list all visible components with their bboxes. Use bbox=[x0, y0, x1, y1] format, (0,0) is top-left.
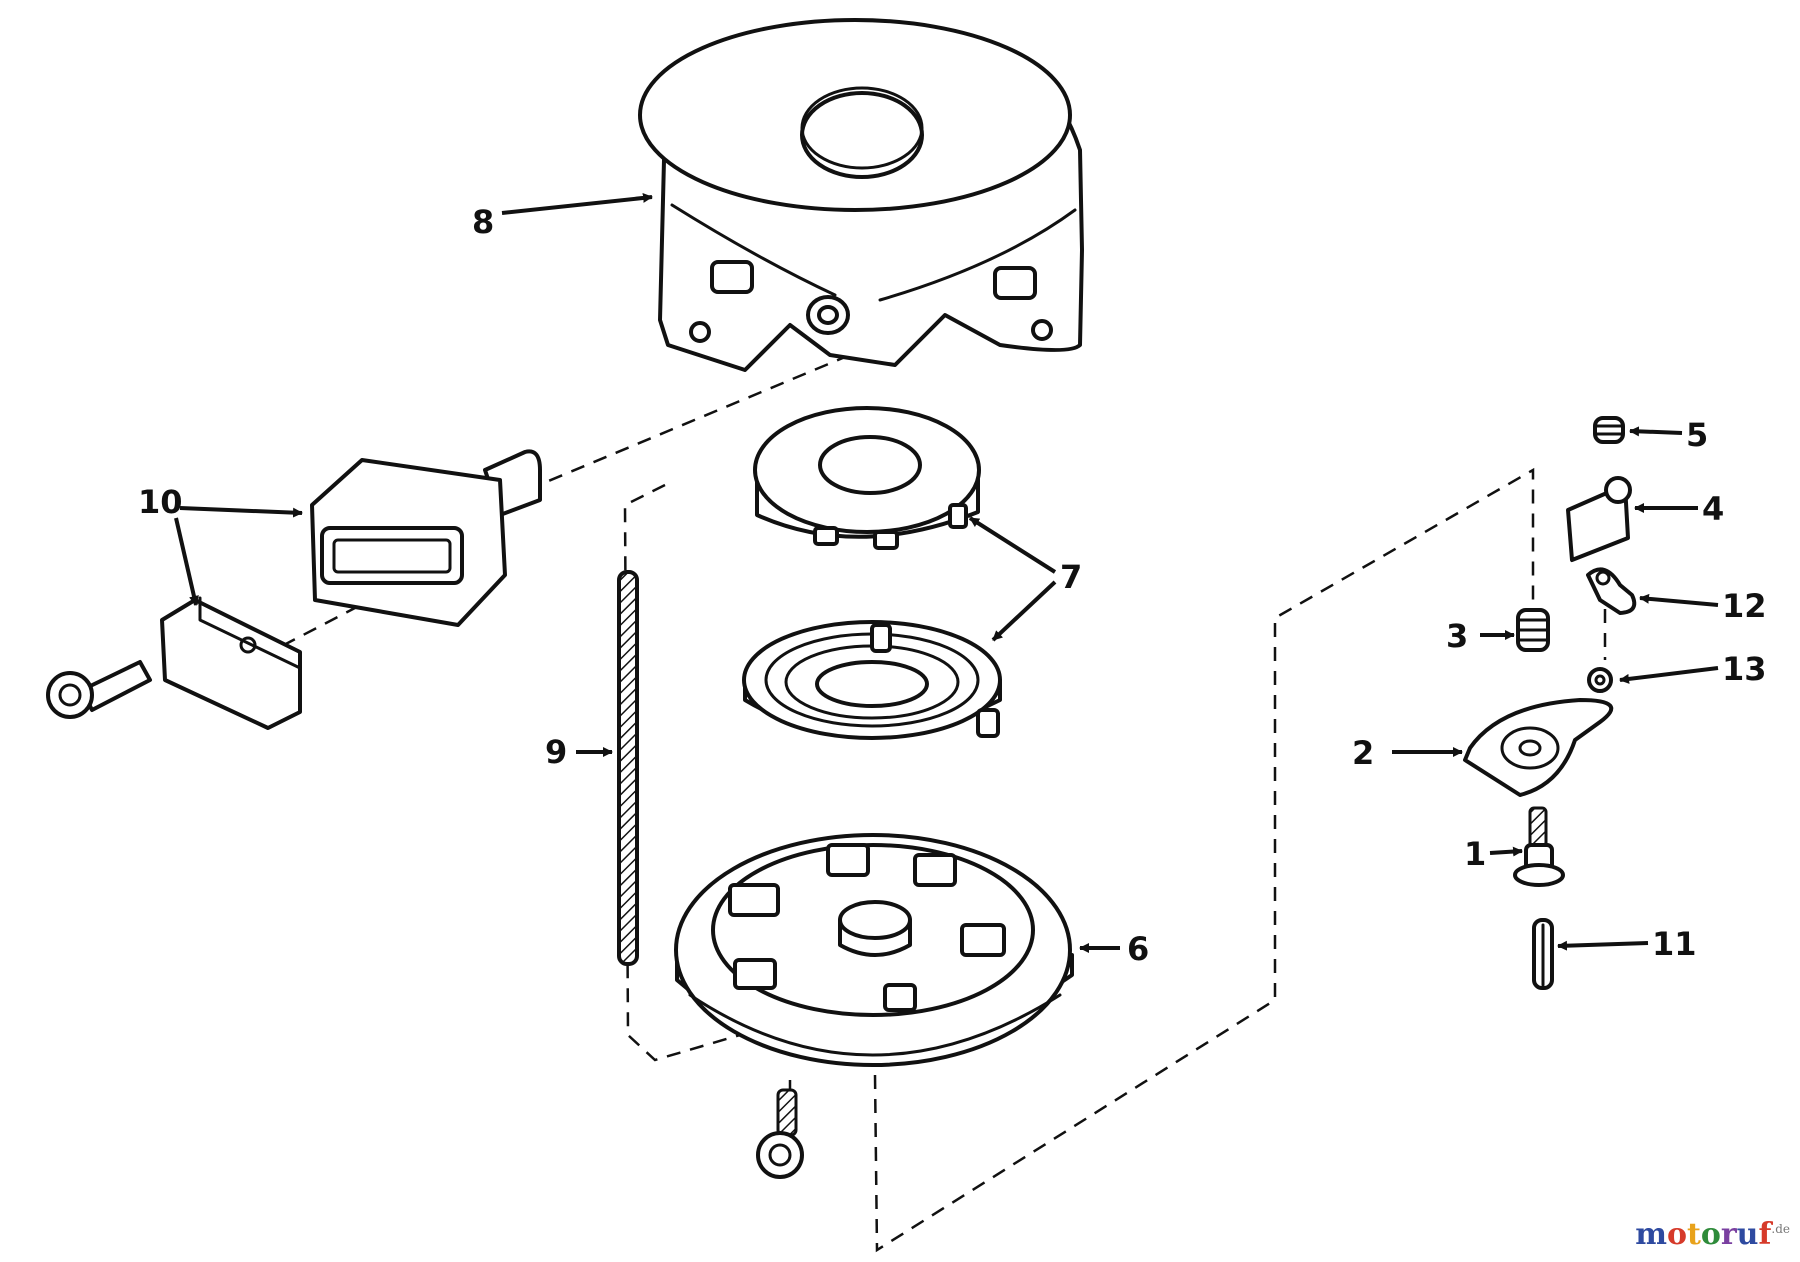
part-4-pawl bbox=[1566, 476, 1632, 562]
handle-insert bbox=[160, 596, 302, 730]
part-3-spring bbox=[1516, 608, 1550, 652]
callout-9: 9 bbox=[545, 733, 567, 771]
callout-3: 3 bbox=[1446, 617, 1468, 655]
handle-screw bbox=[46, 660, 152, 719]
starter-handle bbox=[310, 449, 542, 627]
callout-8: 8 bbox=[472, 203, 494, 241]
part-5-spring bbox=[1593, 416, 1625, 444]
callout-10: 10 bbox=[138, 483, 183, 521]
callout-6: 6 bbox=[1127, 930, 1149, 968]
callout-7: 7 bbox=[1060, 558, 1082, 596]
leader-arrows bbox=[174, 192, 1719, 953]
part-12-washer bbox=[1586, 567, 1637, 615]
watermark-brand: motoruf bbox=[1635, 1217, 1772, 1252]
pulley-screw bbox=[756, 1088, 804, 1179]
recoil-spring bbox=[742, 620, 1002, 740]
callout-5: 5 bbox=[1686, 416, 1708, 454]
part-13-screw bbox=[1587, 667, 1613, 693]
part-2-brake bbox=[1463, 698, 1614, 797]
part-11-pin bbox=[1532, 918, 1554, 990]
callout-2: 2 bbox=[1352, 734, 1374, 772]
callout-1: 1 bbox=[1464, 835, 1486, 873]
callout-12: 12 bbox=[1722, 587, 1767, 625]
watermark-suffix: .de bbox=[1771, 1222, 1790, 1236]
rope-pulley bbox=[674, 833, 1074, 1067]
callout-11: 11 bbox=[1652, 925, 1697, 963]
part-1-bolt bbox=[1513, 806, 1565, 887]
callout-13: 13 bbox=[1722, 650, 1767, 688]
callout-4: 4 bbox=[1702, 490, 1724, 528]
starter-rope bbox=[617, 570, 639, 966]
spring-cup bbox=[753, 406, 981, 550]
watermark-logo: motoruf.de bbox=[1635, 1217, 1790, 1252]
starter-housing bbox=[638, 18, 1084, 372]
